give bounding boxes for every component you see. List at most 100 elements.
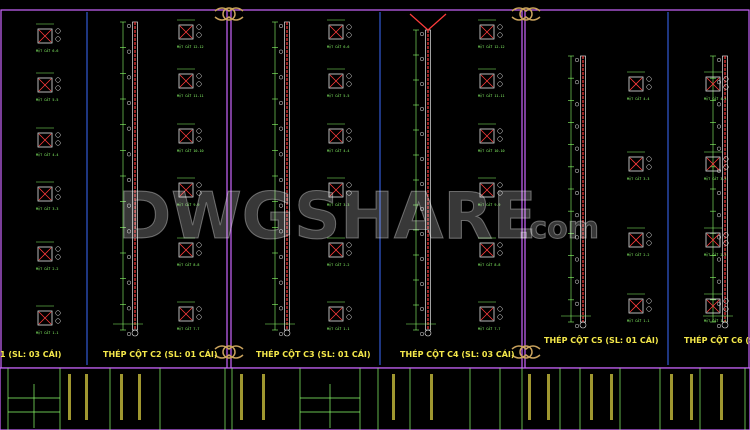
section-box bbox=[178, 182, 194, 198]
section-callout bbox=[196, 182, 202, 188]
section-stirrup bbox=[38, 29, 52, 43]
rebar-callout bbox=[419, 231, 425, 237]
section-callout bbox=[196, 314, 202, 320]
title-block bbox=[0, 367, 750, 430]
section-callout bbox=[196, 306, 202, 312]
section-detail: MẶT CẮT 2-2 bbox=[327, 237, 352, 267]
section-stirrup bbox=[38, 78, 52, 92]
section-box bbox=[479, 73, 495, 89]
title-block-text-stub bbox=[528, 374, 531, 420]
grid-bubble bbox=[131, 329, 139, 337]
title-block-text-stub bbox=[392, 374, 395, 420]
rebar-callout bbox=[716, 301, 722, 306]
section-detail: MẶT CẮT 1-1 bbox=[36, 305, 61, 335]
section-callout bbox=[723, 76, 729, 82]
section-callout bbox=[497, 250, 503, 256]
section-callout bbox=[723, 298, 729, 304]
section-detail: MẶT CẮT 4-4 bbox=[36, 127, 61, 157]
corner-ornament bbox=[511, 345, 541, 359]
section-callout bbox=[646, 240, 652, 246]
title-block-text-stub bbox=[85, 374, 88, 420]
section-callout bbox=[497, 32, 503, 38]
sheet-title-c5: THÉP CỘT C5 (SL: 01 CÁI) bbox=[544, 334, 659, 345]
section-detail: MẶT CẮT 4-4 bbox=[327, 123, 352, 153]
section-detail: MẶT CẮT 5-5 bbox=[36, 72, 61, 102]
rebar-callout bbox=[278, 203, 284, 208]
section-callout bbox=[346, 242, 352, 248]
section-stirrup bbox=[179, 243, 193, 257]
rebar-callout bbox=[278, 152, 284, 157]
rebar-callout bbox=[126, 100, 132, 106]
rebar-callout bbox=[574, 213, 580, 218]
title-block-text-stub bbox=[610, 374, 613, 420]
section-callout bbox=[497, 24, 503, 30]
section-box bbox=[37, 246, 53, 262]
title-block-text-stub bbox=[720, 374, 723, 420]
section-label: MẶT CẮT 1-1 bbox=[704, 318, 726, 323]
section-stirrup bbox=[179, 183, 193, 197]
corner-ornament bbox=[214, 7, 244, 21]
section-box bbox=[178, 242, 194, 258]
section-callout bbox=[646, 164, 652, 170]
rebar-callout bbox=[278, 306, 284, 311]
section-detail: MẶT CẮT 8-8 bbox=[478, 237, 503, 267]
section-callout bbox=[346, 32, 352, 38]
section-callout bbox=[55, 36, 61, 42]
rebar-callout bbox=[574, 279, 580, 284]
section-box bbox=[37, 310, 53, 326]
section-detail: MẶT CẮT 9-9 bbox=[478, 177, 503, 207]
section-callout bbox=[55, 310, 61, 316]
section-box bbox=[705, 76, 721, 92]
rebar-callout bbox=[716, 235, 722, 240]
rebar-callout bbox=[126, 331, 132, 337]
ornament-scroll bbox=[214, 345, 244, 359]
rebar-callout bbox=[574, 57, 580, 63]
section-box bbox=[479, 306, 495, 322]
title-block-text-stub bbox=[690, 374, 693, 420]
rebar-callout bbox=[419, 81, 425, 87]
section-detail: MẶT CẮT 1-1 bbox=[704, 293, 729, 323]
rebar-callout bbox=[126, 126, 132, 131]
section-callout bbox=[55, 254, 61, 260]
section-detail: MẶT CẮT 1-1 bbox=[327, 301, 352, 331]
section-stirrup bbox=[329, 183, 343, 197]
rebar-callout bbox=[716, 323, 722, 329]
section-callout bbox=[497, 242, 503, 248]
column-c4-head bbox=[409, 13, 447, 31]
rebar-callout bbox=[126, 49, 132, 54]
section-stirrup bbox=[329, 74, 343, 88]
section-detail: MẶT CẮT 5-5 bbox=[327, 68, 352, 98]
title-block-text-stub bbox=[262, 374, 265, 420]
rebar-callout bbox=[574, 257, 580, 262]
section-stirrup bbox=[179, 129, 193, 143]
rebar-callout bbox=[419, 331, 425, 337]
section-label: MẶT CẮT 11-11 bbox=[177, 93, 204, 98]
section-callout bbox=[646, 298, 652, 304]
ornament-ring bbox=[519, 345, 533, 359]
section-box bbox=[328, 128, 344, 144]
watermark-suffix: .com bbox=[518, 211, 599, 246]
section-box bbox=[328, 242, 344, 258]
section-callout bbox=[497, 190, 503, 196]
ornament-scroll bbox=[511, 345, 541, 359]
section-detail: MẶT CẮT 3-3 bbox=[704, 151, 729, 181]
section-callout bbox=[723, 240, 729, 246]
rebar-callout bbox=[278, 280, 284, 285]
section-stirrup bbox=[329, 25, 343, 39]
rebar-callout bbox=[419, 256, 425, 262]
column-elevations bbox=[113, 13, 733, 337]
section-callout bbox=[723, 84, 729, 90]
section-box bbox=[479, 242, 495, 258]
section-stirrup bbox=[629, 77, 643, 91]
section-callout bbox=[55, 132, 61, 138]
section-box bbox=[37, 28, 53, 44]
rebar-callout bbox=[126, 280, 132, 285]
sheet-title-c3: THÉP CỘT C3 (SL: 01 CÁI) bbox=[256, 348, 371, 359]
title-block-text-stub bbox=[240, 374, 243, 420]
rebar-callout bbox=[574, 190, 580, 196]
section-box bbox=[37, 186, 53, 202]
title-block-text-stub bbox=[547, 374, 550, 420]
section-box bbox=[178, 306, 194, 322]
sheet-ornaments bbox=[214, 7, 541, 359]
section-label: MẶT CẮT 3-3 bbox=[36, 206, 58, 211]
